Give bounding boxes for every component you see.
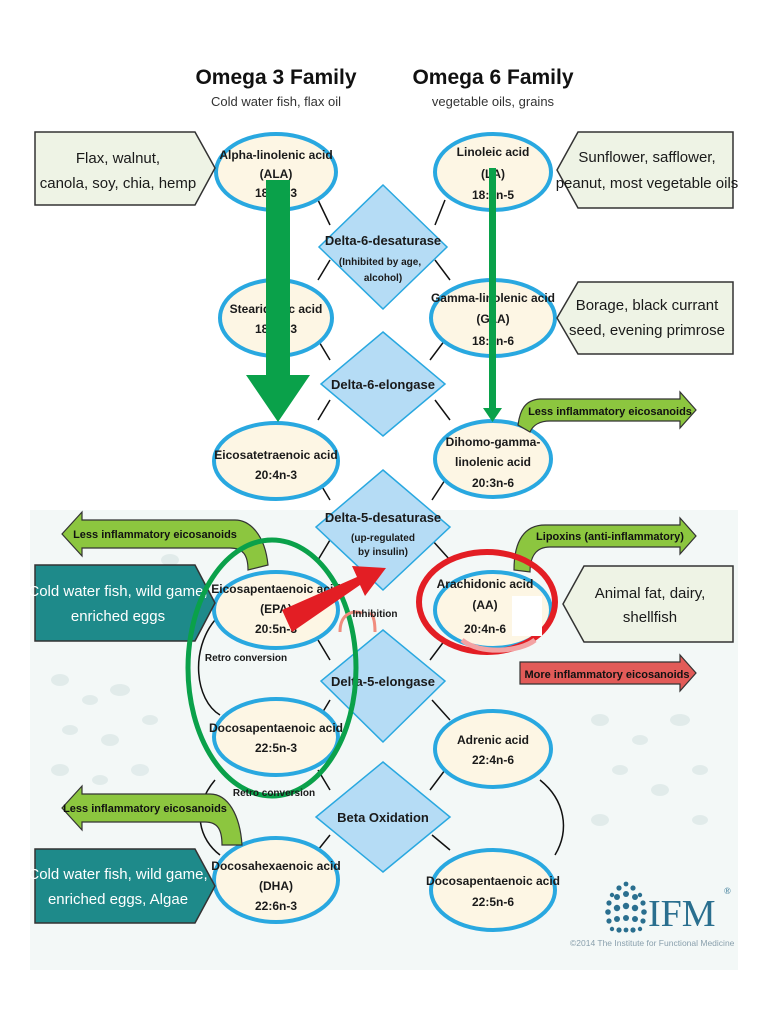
node-line2: (AA) bbox=[472, 598, 497, 612]
enzyme-name: Beta Oxidation bbox=[337, 810, 429, 825]
eicosanoid-arrow-lipoxins: Lipoxins (anti-inflammatory) bbox=[513, 516, 697, 573]
node-eicosatetraenoic: Eicosatetraenoic acid 20:4n-3 bbox=[212, 421, 340, 501]
node-epa: Eicosapentaenoic acid (EPA) 20:5n-3 bbox=[211, 570, 341, 650]
arrow-label: Lipoxins (anti-inflammatory) bbox=[536, 531, 684, 543]
epa-highlight-circle bbox=[185, 537, 359, 799]
arrow-label: Less inflammatory eicosanoids bbox=[63, 803, 227, 815]
source-line2: enriched eggs bbox=[71, 608, 165, 625]
node-dha: Docosahexaenoic acid (DHA) 22:6n-3 bbox=[211, 836, 341, 924]
node-dpa-n3: Docosapentaenoic acid 22:5n-3 bbox=[209, 697, 343, 777]
node-line2: 22:5n-3 bbox=[255, 741, 297, 755]
source-box-aa: Animal fat, dairy, shellfish bbox=[562, 565, 734, 643]
enzyme-note: by insulin) bbox=[358, 547, 408, 558]
node-line1: Eicosatetraenoic acid bbox=[214, 448, 337, 462]
source-box-gla: Borage, black currant seed, evening prim… bbox=[556, 281, 734, 355]
node-line1: Arachidonic acid bbox=[437, 577, 534, 591]
omega3-subtitle: Cold water fish, flax oil bbox=[211, 94, 341, 109]
node-line1: Alpha-linolenic acid bbox=[219, 148, 332, 162]
node-line1: Dihomo-gamma- bbox=[446, 435, 541, 449]
node-line2: 22:4n-6 bbox=[472, 753, 514, 767]
omega6-conversion-arrow bbox=[483, 168, 502, 422]
ifm-logo-registered: ® bbox=[724, 886, 731, 896]
node-dgla: Dihomo-gamma- linolenic acid 20:3n-6 bbox=[433, 419, 553, 499]
node-line1: Linoleic acid bbox=[457, 145, 530, 159]
pathway-connectors bbox=[197, 199, 565, 856]
retro-conversion-label: Retro conversion bbox=[233, 788, 315, 799]
source-line1: Flax, walnut, bbox=[76, 150, 160, 167]
eicosanoid-arrow-epa: Less inflammatory eicosanoids bbox=[61, 510, 269, 571]
ifm-logo: IFM ® ©2014 The Institute for Functional… bbox=[570, 881, 735, 948]
node-line2: linolenic acid bbox=[455, 455, 531, 469]
source-box-ala: Flax, walnut, canola, soy, chia, hemp bbox=[34, 131, 216, 206]
omega6-title: Omega 6 Family bbox=[412, 66, 573, 89]
source-line2: canola, soy, chia, hemp bbox=[40, 175, 196, 192]
ifm-logo-mark bbox=[605, 881, 647, 933]
eicosanoid-arrow-more-inflammatory: More inflammatory eicosanoids bbox=[519, 653, 697, 693]
enzyme-note: (up-regulated bbox=[351, 533, 415, 544]
source-line2: peanut, most vegetable oils bbox=[556, 175, 739, 192]
source-line1: Cold water fish, wild game, bbox=[28, 583, 207, 600]
source-box-epa: Cold water fish, wild game, enriched egg… bbox=[28, 564, 216, 642]
enzyme-name: Delta-5-desaturase bbox=[325, 510, 441, 525]
node-line1: Docosahexaenoic acid bbox=[211, 859, 340, 873]
aa-highlight-circle bbox=[416, 549, 558, 655]
node-line1: Adrenic acid bbox=[457, 733, 529, 747]
source-line1: Animal fat, dairy, bbox=[595, 585, 706, 602]
source-line2: shellfish bbox=[623, 609, 677, 626]
omega3-title: Omega 3 Family bbox=[195, 66, 356, 89]
arrow-label: Less inflammatory eicosanoids bbox=[73, 529, 237, 541]
enzyme-note: alcohol) bbox=[364, 273, 402, 284]
omega3-conversion-arrow bbox=[246, 180, 310, 422]
source-line1: Borage, black currant bbox=[576, 297, 719, 314]
enzyme-delta6-desaturase: Delta-6-desaturase (Inhibited by age, al… bbox=[317, 183, 449, 311]
omega6-subtitle: vegetable oils, grains bbox=[432, 94, 555, 109]
copyright-text: ©2014 The Institute for Functional Medic… bbox=[570, 938, 735, 948]
node-line2: 22:5n-6 bbox=[472, 895, 514, 909]
retro-conversion-label: Retro conversion bbox=[205, 653, 287, 664]
source-line2: seed, evening primrose bbox=[569, 322, 725, 339]
source-box-dha: Cold water fish, wild game, enriched egg… bbox=[28, 848, 216, 924]
enzyme-name: Delta-6-desaturase bbox=[325, 233, 441, 248]
node-line2: (ALA) bbox=[260, 167, 293, 181]
node-line1: Docosapentaenoic acid bbox=[209, 721, 343, 735]
node-line2: 20:4n-3 bbox=[255, 468, 297, 482]
eicosanoid-arrow-dgla: Less inflammatory eicosanoids bbox=[517, 390, 697, 433]
inhibition-arrow: Inhibition bbox=[282, 566, 398, 633]
source-line2: enriched eggs, Algae bbox=[48, 891, 188, 908]
source-line1: Sunflower, safflower, bbox=[578, 149, 715, 166]
enzyme-name: Delta-5-elongase bbox=[331, 674, 435, 689]
enzyme-delta6-elongase: Delta-6-elongase bbox=[319, 331, 447, 437]
inhibition-label: Inhibition bbox=[353, 609, 398, 620]
node-line2: (DHA) bbox=[259, 879, 293, 893]
arrow-label: Less inflammatory eicosanoids bbox=[528, 406, 692, 418]
enzyme-delta5-desaturase: Delta-5-desaturase (up-regulated by insu… bbox=[314, 469, 452, 592]
node-line1: Docosapentaenoic acid bbox=[426, 874, 560, 888]
node-line3: 20:3n-6 bbox=[472, 476, 514, 490]
source-line1: Cold water fish, wild game, bbox=[28, 866, 207, 883]
ifm-logo-text: IFM bbox=[648, 893, 716, 935]
enzyme-note: (Inhibited by age, bbox=[339, 257, 421, 268]
node-line1: Eicosapentaenoic acid bbox=[211, 582, 340, 596]
node-line3: 20:5n-3 bbox=[255, 622, 297, 636]
enzyme-beta-oxidation: Beta Oxidation bbox=[314, 761, 452, 873]
arrow-label: More inflammatory eicosanoids bbox=[524, 669, 689, 681]
enzyme-name: Delta-6-elongase bbox=[331, 377, 435, 392]
node-line3: 20:4n-6 bbox=[464, 622, 506, 636]
source-box-la: Sunflower, safflower, peanut, most veget… bbox=[556, 131, 739, 209]
node-adrenic: Adrenic acid 22:4n-6 bbox=[433, 709, 553, 789]
node-line3: 22:6n-3 bbox=[255, 899, 297, 913]
eicosanoid-arrow-dha: Less inflammatory eicosanoids bbox=[61, 784, 243, 846]
node-dpa-n6: Docosapentaenoic acid 22:5n-6 bbox=[426, 848, 560, 932]
